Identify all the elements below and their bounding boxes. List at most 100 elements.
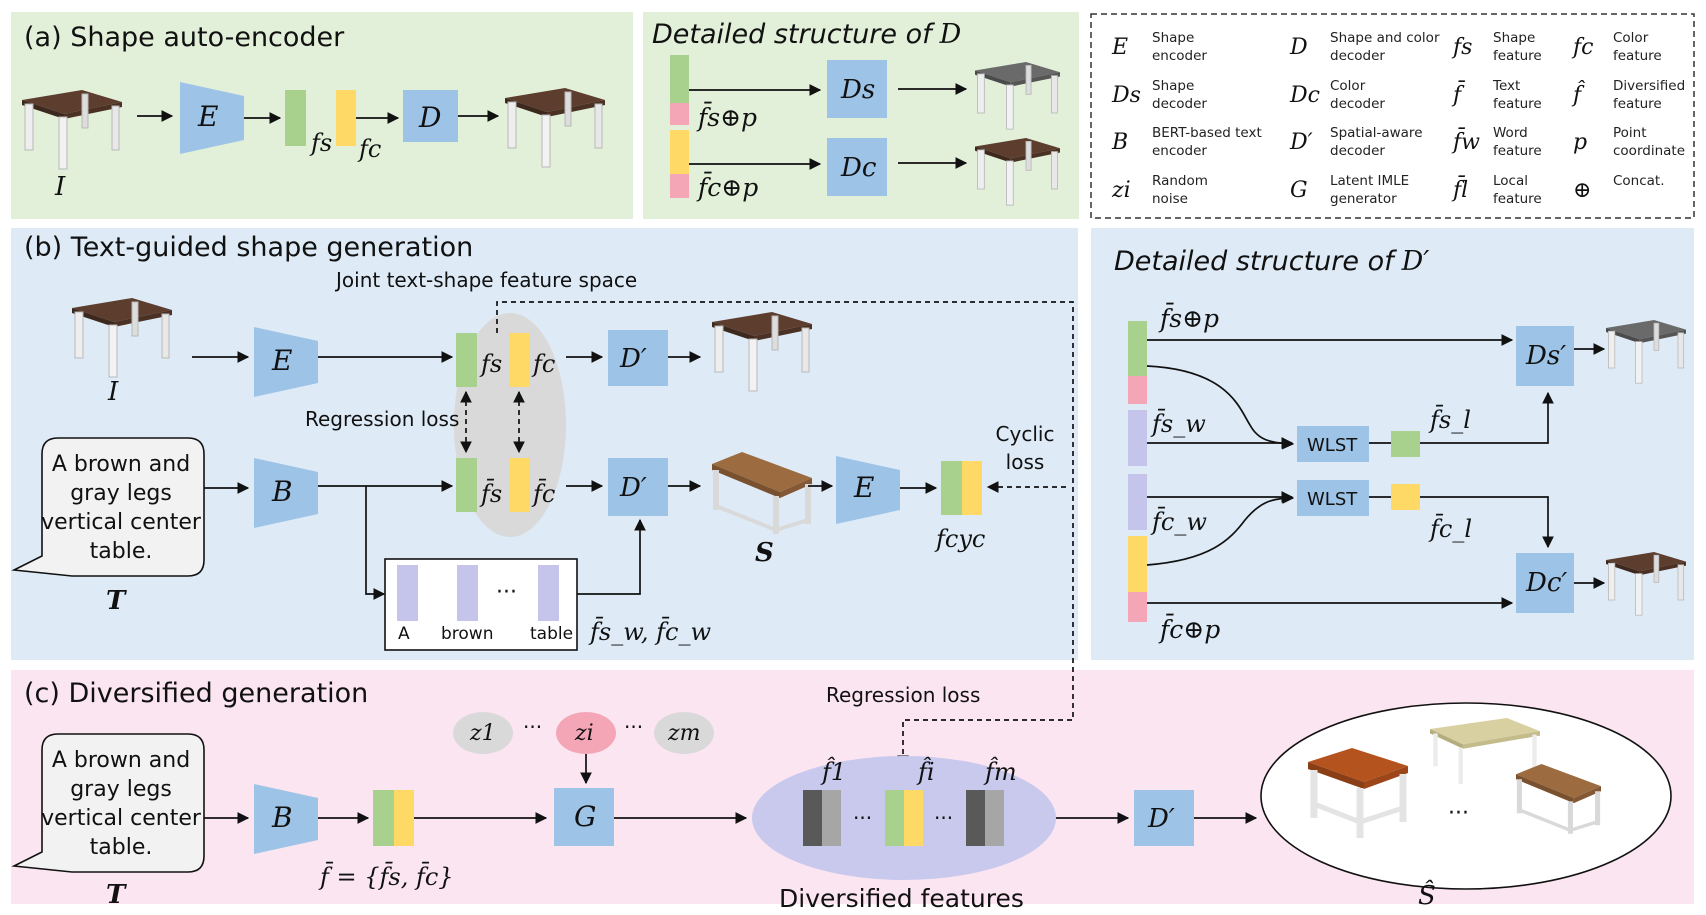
legend-symbol: p	[1573, 130, 1587, 155]
panel-a-title: (a) Shape auto-encoder	[24, 22, 345, 53]
svg-text:zm: zm	[667, 721, 700, 746]
bert-encoder-B-block-c	[254, 784, 318, 854]
legend-symbol: zi	[1111, 178, 1131, 203]
panel-c-title: (c) Diversified generation	[24, 678, 368, 709]
svg-text:Ds′: Ds′	[1525, 341, 1566, 371]
legend-description: feature	[1493, 48, 1542, 64]
legend-description: feature	[1493, 191, 1542, 207]
svg-text:···: ···	[1448, 801, 1469, 826]
legend-description: encoder	[1152, 48, 1207, 64]
svg-text:A: A	[398, 624, 410, 644]
cyclic-loss-label: Cyclic	[996, 422, 1055, 446]
svg-text:···: ···	[624, 715, 643, 739]
text-prompt-b-line1: A brown and	[52, 452, 190, 477]
svg-text:D′: D′	[619, 344, 647, 374]
color-feature-bar	[336, 90, 356, 146]
svg-text:fs: fs	[309, 129, 332, 157]
legend-symbol: Ds	[1111, 83, 1141, 108]
svg-text:f̄c⊕p: f̄c⊕p	[1158, 615, 1220, 644]
legend-description: decoder	[1152, 96, 1207, 112]
legend-description: Shape	[1152, 30, 1194, 46]
legend-description: encoder	[1152, 143, 1207, 159]
svg-text:fc: fc	[357, 135, 381, 163]
svg-text:T: T	[106, 880, 127, 910]
legend-description: feature	[1613, 48, 1662, 64]
svg-text:zi: zi	[574, 721, 594, 746]
legend-description: Shape and color	[1330, 30, 1440, 46]
svg-text:f̂i: f̂i	[916, 757, 935, 786]
legend-description: noise	[1152, 191, 1188, 207]
diversified-features-label: Diversified features	[779, 884, 1024, 913]
decoder-Ds-prime-block	[1516, 326, 1574, 386]
text-prompt-bubble-c	[11, 733, 205, 873]
svg-text:f̄s: f̄s	[479, 479, 502, 508]
legend-symbol: G	[1290, 178, 1308, 203]
legend-description: coordinate	[1613, 143, 1685, 159]
svg-text:B: B	[271, 801, 293, 834]
legend-description: decoder	[1330, 143, 1385, 159]
legend-symbol: f̄l	[1451, 175, 1468, 203]
legend-description: Text	[1492, 78, 1520, 94]
encoder-E-block-cycle	[836, 456, 900, 524]
svg-text:Ds: Ds	[840, 75, 875, 105]
text-prompt-c-line4: table.	[90, 835, 153, 860]
svg-text:f̂m: f̂m	[983, 757, 1017, 786]
svg-text:D′: D′	[619, 473, 647, 503]
text-prompt-bubble	[11, 437, 205, 577]
svg-text:f̄s_w: f̄s_w	[1150, 409, 1206, 438]
text-prompt-b-line2: gray legs	[70, 481, 172, 506]
svg-text:···: ···	[523, 715, 542, 739]
regression-loss-label-b: Regression loss	[305, 407, 459, 431]
encoder-E-block-b	[254, 327, 318, 397]
svg-text:f̄c_l: f̄c_l	[1428, 514, 1472, 543]
decoder-D-block	[403, 90, 458, 142]
svg-text:E: E	[271, 344, 292, 377]
svg-text:WLST: WLST	[1307, 489, 1358, 510]
decoder-Dprime-block-bottom	[608, 458, 668, 516]
svg-text:table: table	[530, 624, 573, 644]
svg-text:fs: fs	[479, 350, 502, 378]
svg-text:f̄s⊕p: f̄s⊕p	[696, 103, 757, 132]
shape-feature-bar	[285, 90, 306, 146]
noise-zi	[556, 712, 616, 754]
joint-space-label: Joint text-shape feature space	[334, 268, 637, 292]
svg-text:···: ···	[853, 806, 872, 830]
legend-symbol: D′	[1289, 130, 1313, 155]
svg-text:f̄c⊕p: f̄c⊕p	[696, 173, 758, 202]
svg-text:WLST: WLST	[1307, 435, 1358, 456]
legend-description: Color	[1330, 78, 1366, 94]
svg-text:brown: brown	[441, 624, 494, 644]
legend-description: Diversified	[1613, 78, 1685, 94]
svg-text:f̄c: f̄c	[531, 479, 555, 508]
svg-text:E: E	[853, 471, 874, 504]
legend-description: feature	[1493, 143, 1542, 159]
svg-text:D′: D′	[1147, 804, 1175, 834]
svg-text:···: ···	[934, 806, 953, 830]
svg-text:T: T	[106, 586, 127, 616]
svg-text:Dc: Dc	[840, 153, 877, 183]
svg-text:loss: loss	[1006, 450, 1045, 474]
svg-text:f̄s⊕p: f̄s⊕p	[1158, 304, 1219, 333]
noise-zm	[654, 712, 714, 754]
legend-symbol: fs	[1451, 35, 1472, 60]
svg-text:Dc′: Dc′	[1525, 568, 1567, 598]
legend-description: decoder	[1330, 96, 1385, 112]
decoder-Ds-block	[827, 60, 887, 118]
legend-description: Word	[1493, 125, 1528, 141]
text-prompt-b-line4: table.	[90, 539, 153, 564]
svg-text:f̄c_w: f̄c_w	[1150, 507, 1207, 536]
legend-symbol: f̄w	[1451, 127, 1480, 155]
wlst-block-color	[1297, 480, 1369, 516]
legend-description: Random	[1152, 173, 1208, 189]
svg-text:B: B	[271, 475, 293, 508]
legend-description: Latent IMLE	[1330, 173, 1409, 189]
legend-description: feature	[1613, 96, 1662, 112]
legend-description: Color	[1613, 30, 1649, 46]
legend-symbol: fc	[1571, 35, 1593, 60]
svg-text:S: S	[755, 538, 774, 568]
generator-G-block	[554, 788, 614, 846]
legend-description: Shape	[1493, 30, 1535, 46]
